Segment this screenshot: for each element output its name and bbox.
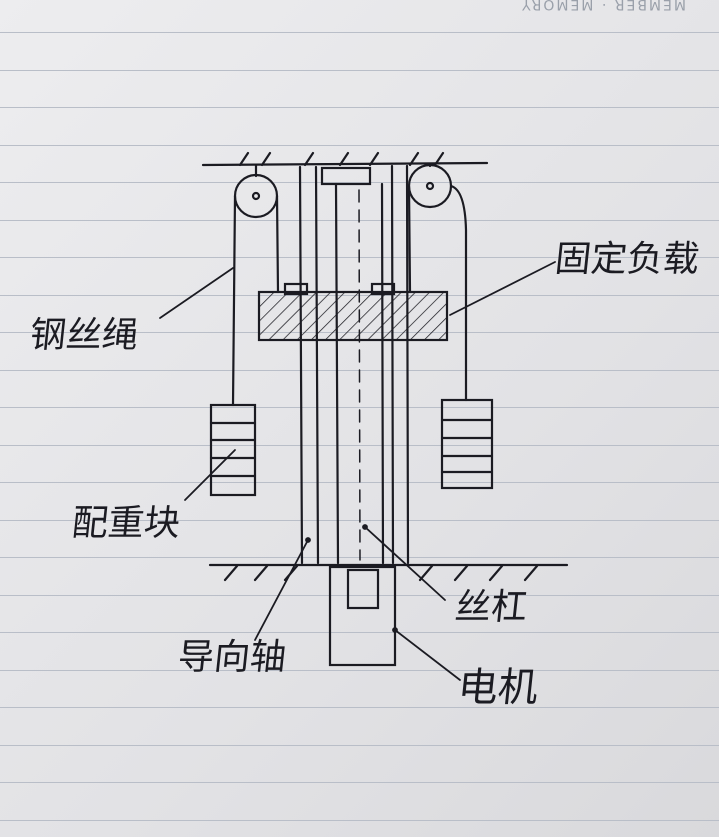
lead-screw xyxy=(320,166,385,565)
right-pulley xyxy=(407,163,453,209)
ruled-line xyxy=(0,782,719,783)
left-counterweight xyxy=(209,403,257,497)
fixed-load-plate xyxy=(257,282,449,342)
label-motor: 电机 xyxy=(455,665,541,711)
ruled-line xyxy=(0,182,719,183)
label-wire-rope: 钢丝绳 xyxy=(27,315,141,356)
ruled-line xyxy=(0,745,719,746)
label-guide-shaft: 导向轴 xyxy=(175,637,289,678)
left-pulley xyxy=(233,163,279,219)
ruled-line xyxy=(0,820,719,821)
ruled-line xyxy=(0,32,719,33)
label-fixed-load: 固定负载 xyxy=(552,239,702,280)
ruled-line xyxy=(0,407,719,408)
ruled-line xyxy=(0,145,719,146)
ruled-line xyxy=(0,632,719,633)
ruled-line xyxy=(0,670,719,671)
ceiling-beam xyxy=(201,151,489,167)
label-counterweight: 配重块 xyxy=(69,503,183,544)
guide-shafts xyxy=(298,164,410,565)
ruled-line xyxy=(0,107,719,108)
leader-lines xyxy=(159,261,556,681)
right-counterweight xyxy=(440,398,494,490)
ruled-line xyxy=(0,445,719,446)
label-lead-screw: 丝杠 xyxy=(452,587,530,628)
ruled-line xyxy=(0,595,719,596)
ruled-line xyxy=(0,70,719,71)
ruled-line xyxy=(0,707,719,708)
wire-ropes xyxy=(231,184,468,407)
motor xyxy=(328,565,397,667)
